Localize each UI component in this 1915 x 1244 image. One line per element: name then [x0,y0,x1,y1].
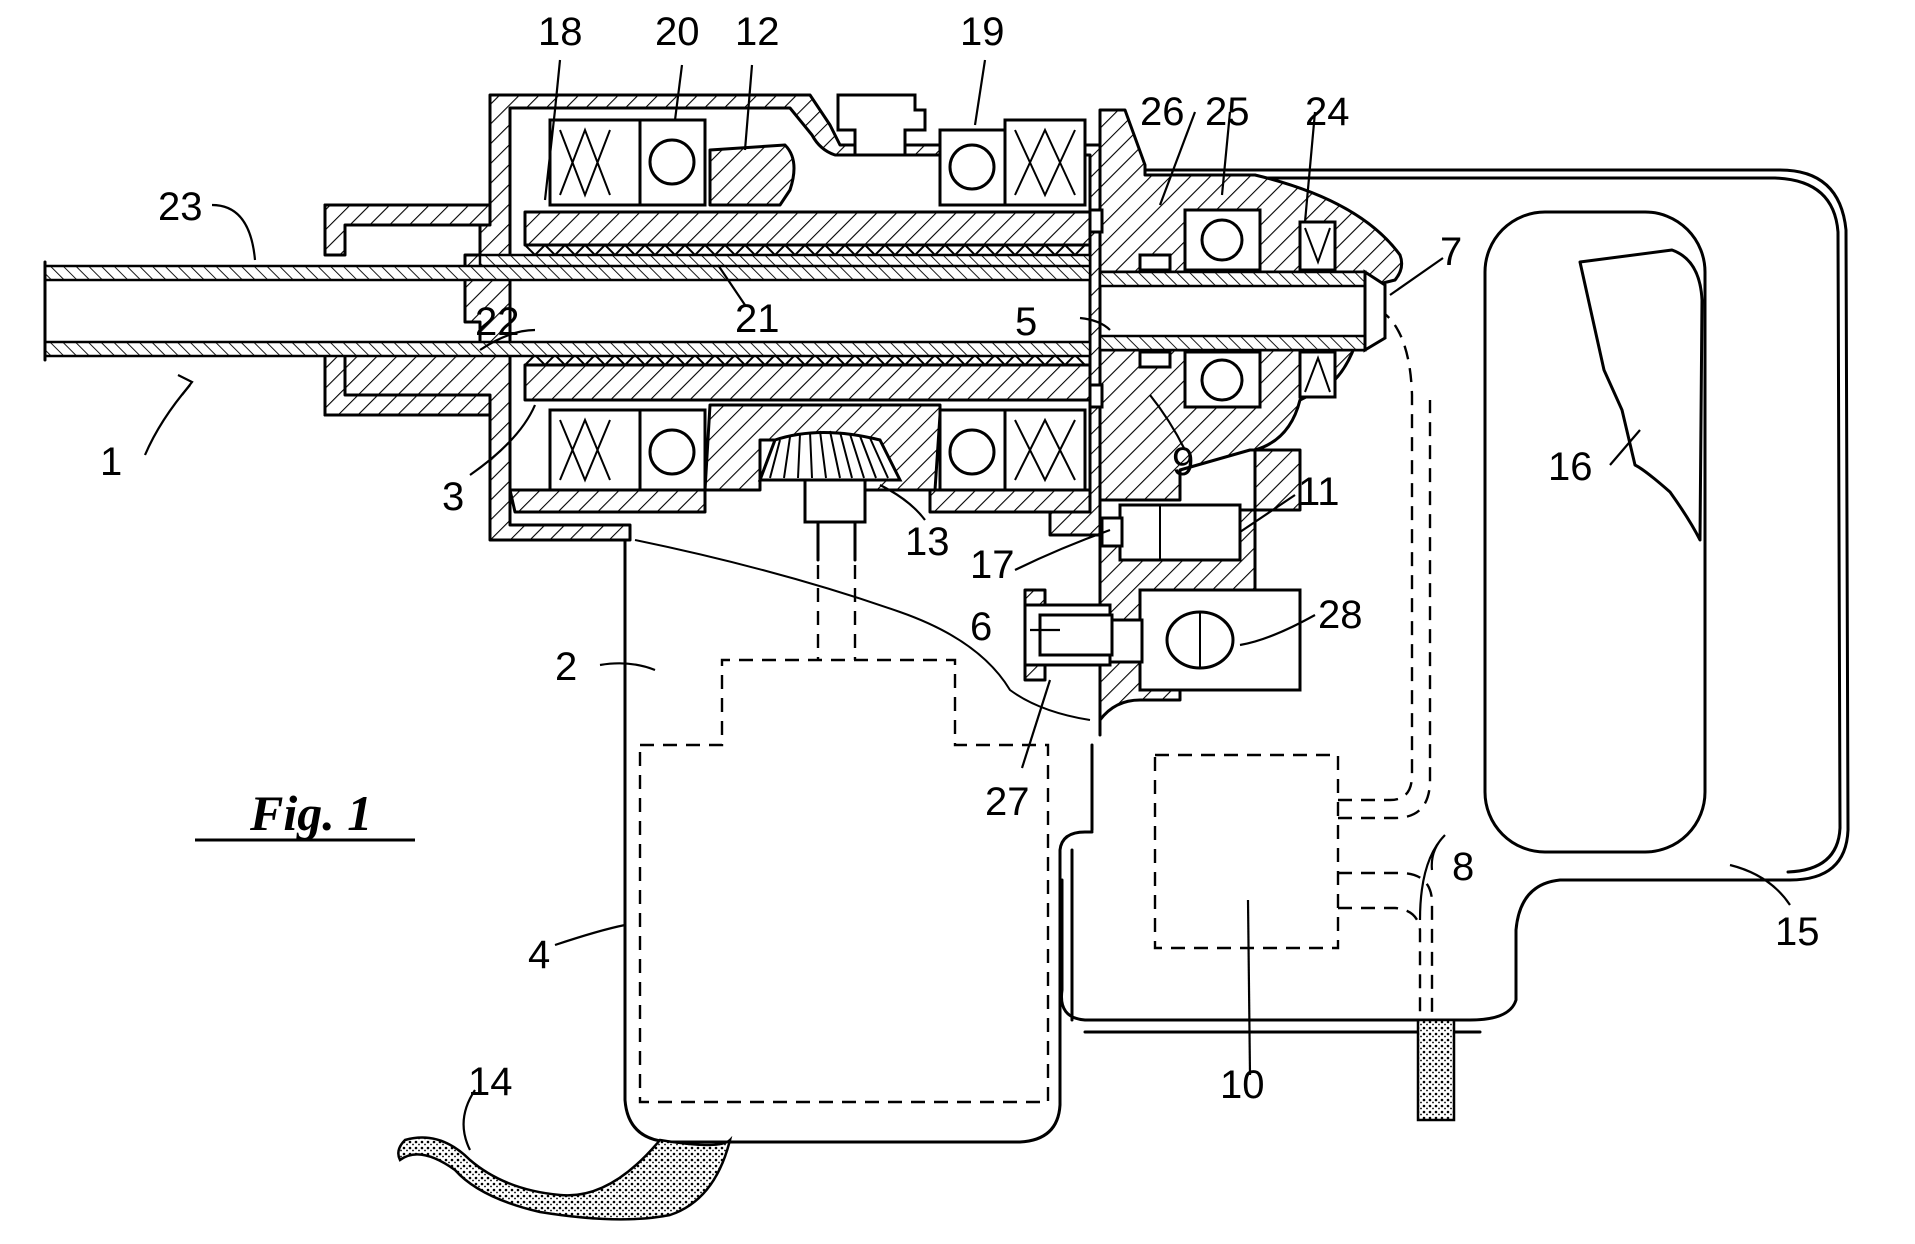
label-9: 9 [1172,440,1194,484]
pin-6 [1025,590,1112,680]
trigger [1580,250,1702,540]
motor [640,660,1048,1102]
bevel-gear [760,431,900,560]
label-6: 6 [970,605,992,649]
gear-12 [710,145,794,205]
grip-opening [1485,212,1705,852]
control-unit [1155,755,1338,948]
label-11: 11 [1298,470,1340,514]
label-12: 12 [735,10,780,54]
label-1: 1 [100,440,122,484]
label-17: 17 [970,543,1015,587]
label-19: 19 [960,10,1005,54]
bearing-front-top [550,120,705,205]
label-23: 23 [158,185,203,229]
label-4: 4 [528,933,550,977]
bearing-rear-top [940,120,1085,205]
figure-caption-text: Fig. 1 [249,785,372,841]
sensor-11 [1102,505,1240,560]
label-27: 27 [985,780,1030,824]
label-2: 2 [555,645,577,689]
label-22: 22 [475,300,520,344]
bearing-rear-bottom [940,410,1085,490]
label-25: 25 [1205,90,1250,134]
label-24: 24 [1305,90,1350,134]
label-20: 20 [655,10,700,54]
label-3: 3 [442,475,464,519]
figure-caption: Fig. 1 [195,785,415,841]
label-8: 8 [1452,845,1474,889]
label-7: 7 [1440,230,1462,274]
label-10: 10 [1220,1063,1265,1107]
label-18: 18 [538,10,583,54]
label-26: 26 [1140,90,1185,134]
label-21: 21 [735,297,780,341]
label-15: 15 [1775,910,1820,954]
tool-tube [45,262,1090,360]
label-5: 5 [1015,300,1037,344]
bearing-front-bottom [550,410,705,490]
handle-cable [1418,1020,1454,1120]
label-16: 16 [1548,445,1593,489]
label-14: 14 [468,1060,513,1104]
threaded-sleeve [525,212,1090,400]
label-28: 28 [1318,593,1363,637]
power-cable [398,1138,730,1220]
switch-28 [1110,590,1300,690]
label-13: 13 [905,520,950,564]
motor-housing [625,540,1092,1142]
